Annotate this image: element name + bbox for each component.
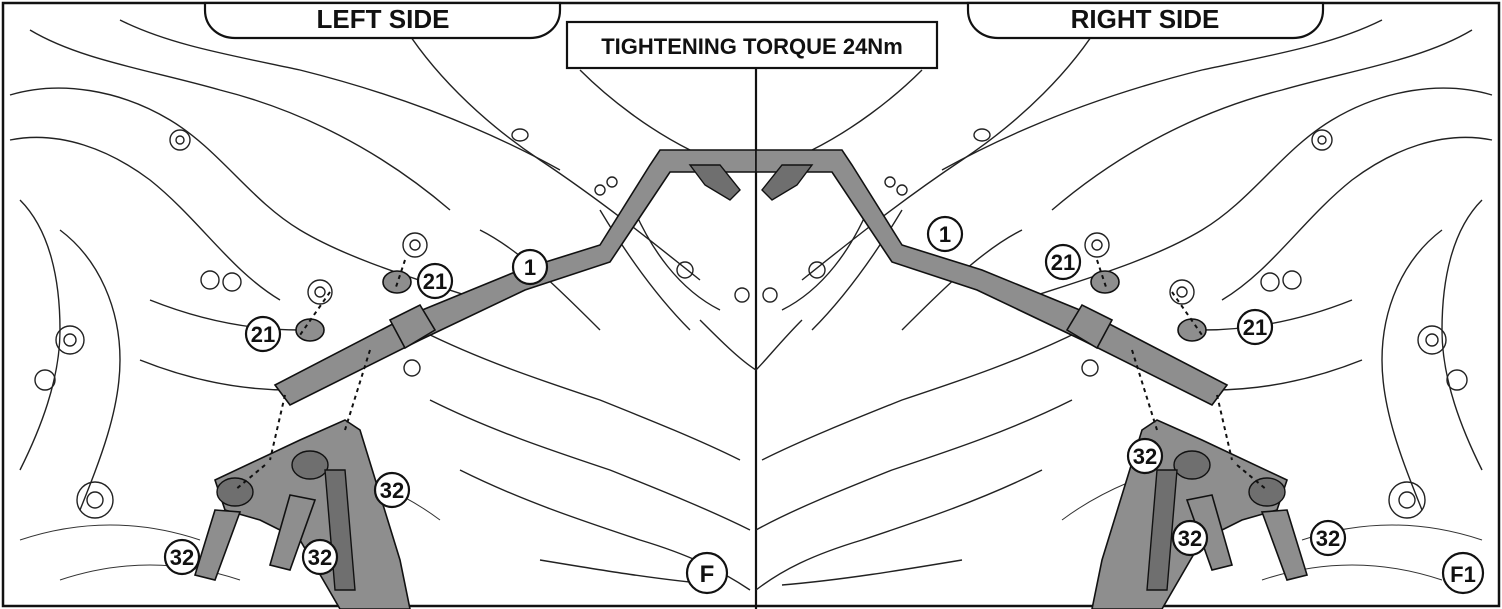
left-side-title: LEFT SIDE (317, 4, 450, 34)
svg-text:1: 1 (524, 255, 536, 280)
callout: 32 (373, 471, 411, 509)
svg-text:1: 1 (939, 222, 951, 247)
svg-text:21: 21 (251, 322, 275, 347)
svg-text:F: F (700, 561, 715, 588)
svg-text:32: 32 (170, 545, 194, 570)
right-side-tab: RIGHT SIDE (966, 1, 1325, 40)
callout: 21 (244, 315, 282, 353)
figure-label-left: F (685, 551, 729, 595)
svg-text:21: 21 (423, 269, 447, 294)
callout: 1 (511, 248, 549, 286)
right-side-title: RIGHT SIDE (1071, 4, 1220, 34)
figure-label-right: F1 (1441, 551, 1485, 595)
svg-text:21: 21 (1051, 250, 1075, 275)
callout: 32 (1171, 519, 1209, 557)
callout: 32 (301, 538, 339, 576)
callout: 1 (926, 215, 964, 253)
svg-text:32: 32 (1178, 526, 1202, 551)
callout: 21 (416, 262, 454, 300)
callout: 21 (1044, 243, 1082, 281)
svg-text:32: 32 (380, 478, 404, 503)
svg-text:32: 32 (308, 545, 332, 570)
callout: 32 (1126, 437, 1164, 475)
callout: 21 (1236, 308, 1274, 346)
svg-text:32: 32 (1316, 526, 1340, 551)
callout: 32 (163, 538, 201, 576)
torque-label: TIGHTENING TORQUE 24Nm (601, 34, 903, 59)
left-side-tab: LEFT SIDE (203, 1, 562, 40)
svg-text:F1: F1 (1450, 562, 1476, 587)
svg-text:32: 32 (1133, 444, 1157, 469)
torque-label-box: TIGHTENING TORQUE 24Nm (565, 20, 939, 70)
svg-text:21: 21 (1243, 315, 1267, 340)
callout: 32 (1309, 519, 1347, 557)
